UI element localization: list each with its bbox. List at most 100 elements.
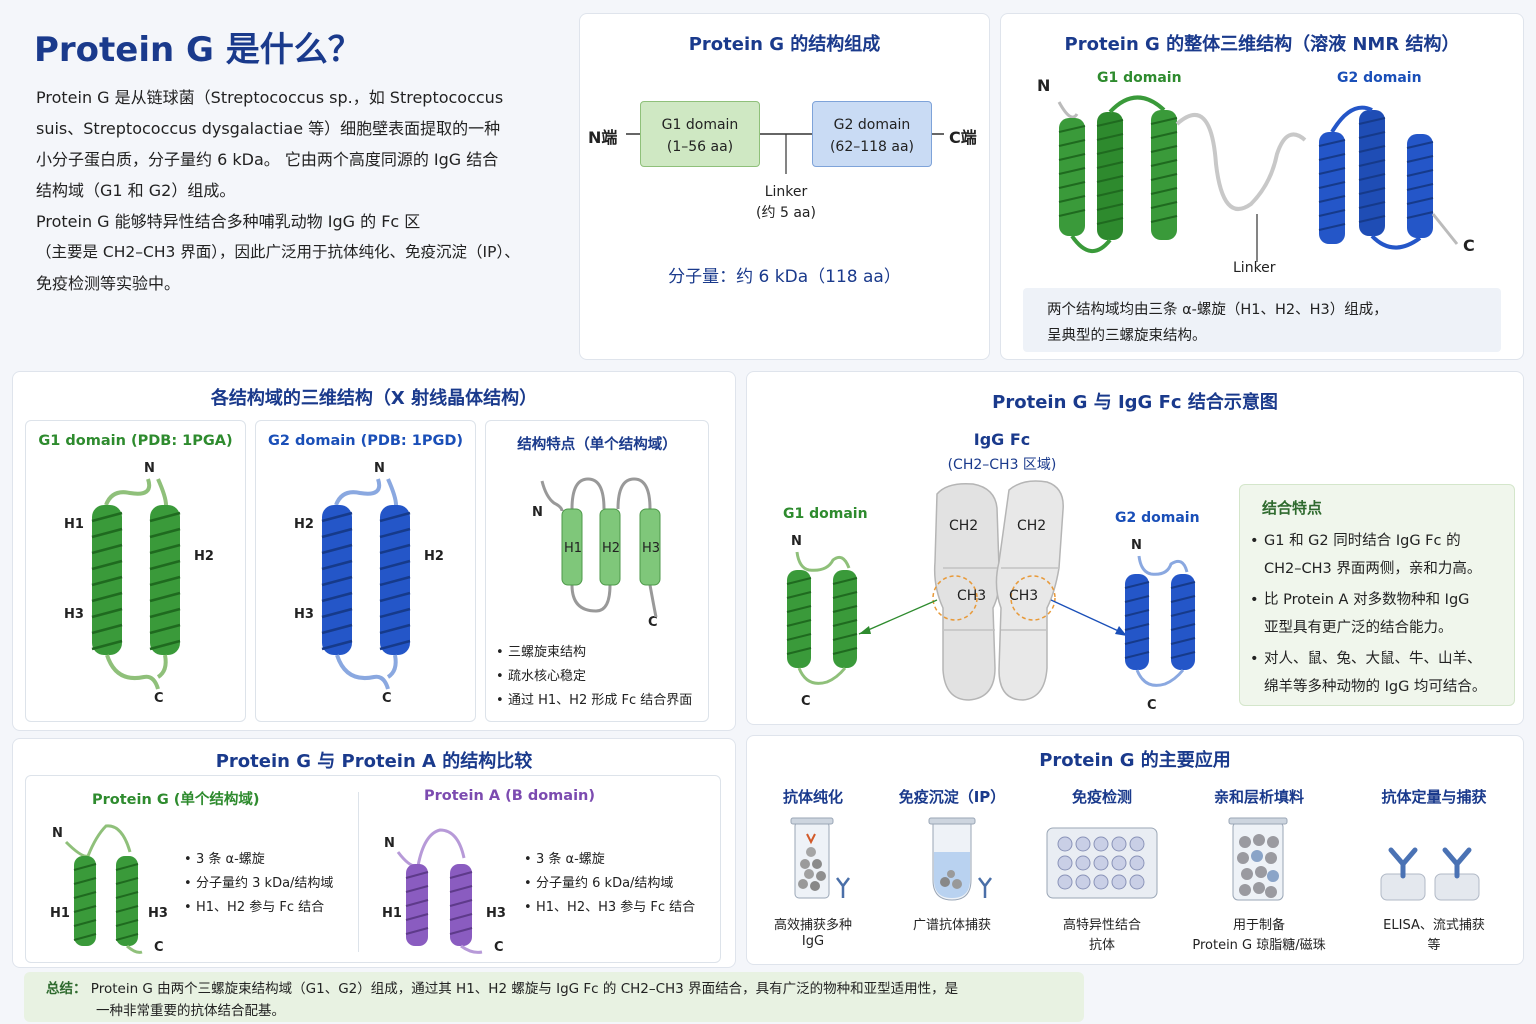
ch3-left-label: CH3 (957, 588, 987, 604)
app-quantification: 抗体定量与捕获 ELISA、流式捕获 等 (1357, 786, 1511, 956)
features-title: 结构特点（单个结构域） (517, 437, 677, 453)
app-desc: 用于制备 (1232, 918, 1285, 933)
overall-title: Protein G 的整体三维结构（溶液 NMR 结构） (1064, 34, 1460, 55)
well-plate-icon (1046, 827, 1158, 899)
intro-title: Protein G 是什么？ (34, 30, 362, 70)
c-terminus-label: C端 (949, 128, 977, 147)
app-affinity-resin: 亲和层析填料 用于制备 Protein G 琼脂糖/磁珠 (1173, 786, 1345, 956)
feature-item: 三螺旋束结构 (496, 641, 692, 665)
protein-a-ribbon (396, 828, 483, 954)
intro-line: 小分子蛋白质，分子量约 6 kDa。 它由两个高度同源的 IgG 结合 (36, 150, 499, 169)
antibody-capture-icon (1380, 847, 1480, 901)
app-antibody-purification: 抗体纯化 高效捕获多种 IgG (751, 786, 875, 956)
g2-h3-label: H3 (294, 607, 314, 622)
g2-h2-label: H2 (424, 549, 444, 564)
g1-h2-label: H2 (194, 549, 214, 564)
comparison-title: Protein G 与 Protein A 的结构比较 (215, 751, 533, 772)
protein-a-point: H1、H2、H3 参与 Fc 结合 (524, 896, 695, 920)
composition-panel: Protein G 的结构组成 N端 G1 domain (1–56 aa) G… (579, 13, 990, 360)
helix-bundle-schematic (540, 477, 661, 618)
app-name: 抗体定量与捕获 (1381, 788, 1487, 806)
composition-title: Protein G 的结构组成 (688, 34, 881, 55)
comparison-subpanel: Protein G (单个结构域) Protein A (B domain) N… (25, 775, 721, 963)
resin-column-icon (1228, 817, 1288, 901)
g1-n-label: N (144, 461, 155, 476)
binding-g1-c-label: C (801, 694, 811, 709)
linker-name: Linker (764, 184, 808, 200)
binding-g2-label: G2 domain (1115, 510, 1200, 526)
binding-panel: Protein G 与 IgG Fc 结合示意图 IgG Fc (CH2–CH3… (746, 371, 1524, 725)
compare-a-c-label: C (494, 940, 504, 955)
compare-a-h1-label: H1 (382, 906, 402, 921)
fc-title: IgG Fc (973, 430, 1031, 449)
intro-line: Protein G 是从链球菌（Streptococcus sp.，如 Stre… (36, 88, 504, 107)
summary-line-2: 一种非常重要的抗体结合配基。 (96, 1003, 285, 1019)
binding-g2-c-label: C (1147, 698, 1157, 713)
protein-g-point: H1、H2 参与 Fc 结合 (184, 896, 333, 920)
linker-label: Linker (约 5 aa) (730, 182, 842, 224)
app-desc: ELISA、流式捕获 (1383, 918, 1485, 933)
summary-text: Protein G 由两个三螺旋束结构域（G1、G2）组成，通过其 H1、H2 … (90, 981, 959, 997)
features-n-label: N (532, 505, 543, 520)
overall-linker-label: Linker (1233, 260, 1276, 276)
domains-panel: 各结构域的三维结构（X 射线晶体结构） G1 domain (PDB: 1PGA… (12, 371, 736, 731)
comparison-divider (358, 792, 359, 952)
compare-g-c-label: C (154, 940, 164, 955)
fc-subtitle: (CH2–CH3 区域) (947, 457, 1057, 473)
g1-domain-range: (1–56 aa) (666, 139, 734, 155)
g1-domain-subpanel: G1 domain (PDB: 1PGA) N H1 H2 H3 C (25, 420, 246, 722)
app-immunoprecipitation: 免疫沉淀（IP） 广谱抗体捕获 (887, 786, 1017, 956)
g1-h3-label: H3 (64, 607, 84, 622)
intro-line: Protein G 能够特异性结合多种哺乳动物 IgG 的 Fc 区 (36, 212, 421, 231)
overall-c-label: C (1463, 236, 1475, 255)
summary-label: 总结： (46, 981, 87, 997)
app-desc: 等 (1427, 938, 1441, 953)
g2-c-label: C (382, 691, 392, 706)
g2-ribbon (321, 478, 411, 690)
overall-ribbon-structure (1057, 95, 1459, 262)
binding-g1-label: G1 domain (783, 506, 868, 522)
comparison-panel: Protein G 与 Protein A 的结构比较 Protein G (单… (12, 738, 736, 968)
compare-g-n-label: N (52, 826, 63, 841)
app-immunodetection: 免疫检测 高特异性结合 抗体 (1037, 786, 1167, 956)
app-name: 抗体纯化 (782, 788, 843, 806)
binding-g1-n-label: N (791, 534, 802, 549)
app-name: 亲和层析填料 (1213, 788, 1304, 806)
molecular-weight: 分子量：约 6 kDa（118 aa） (668, 267, 901, 287)
overall-note-line: 两个结构域均由三条 α-螺旋（H1、H2、H3）组成， (1047, 302, 1388, 318)
binding-features-box: 结合特点 • G1 和 G2 同时结合 IgG Fc 的 CH2–CH3 界面两… (1239, 484, 1515, 706)
g1-h1-label: H1 (64, 517, 84, 532)
ch2-left-label: CH2 (949, 518, 979, 534)
protein-g-points: 3 条 α-螺旋 分子量约 3 kDa/结构域 H1、H2 参与 Fc 结合 (184, 848, 333, 920)
overall-g1-label: G1 domain (1097, 70, 1182, 86)
intro-line: 免疫检测等实验中。 (36, 274, 181, 293)
feature-item: 通过 H1、H2 形成 Fc 结合界面 (496, 689, 692, 713)
intro-line: suis、Streptococcus dysgalactiae 等）细胞壁表面提… (36, 119, 501, 138)
feature-item: 疏水核心稳定 (496, 665, 692, 689)
overall-note: 两个结构域均由三条 α-螺旋（H1、H2、H3）组成， 呈典型的三螺旋束结构。 (1023, 288, 1501, 352)
n-terminus-label: N端 (588, 128, 618, 147)
applications-title: Protein G 的主要应用 (1039, 750, 1231, 771)
g2-h2-left-label: H2 (294, 517, 314, 532)
binding-feature-item: • 比 Protein A 对多数物种和 IgG 亚型具有更广泛的结合能力。 (1250, 592, 1470, 636)
g2-subpanel-title: G2 domain (PDB: 1PGD) (267, 433, 464, 449)
protein-a-points: 3 条 α-螺旋 分子量约 6 kDa/结构域 H1、H2、H3 参与 Fc 结… (524, 848, 695, 920)
g1-helix-bundle (1058, 95, 1178, 253)
app-desc: 高效捕获多种 (773, 918, 852, 933)
compare-a-n-label: N (384, 836, 395, 851)
g1-ribbon (91, 478, 181, 690)
app-desc: Protein G 琼脂糖/磁珠 (1192, 938, 1326, 953)
ch2-right-label: CH2 (1017, 518, 1047, 534)
summary-line: 总结： Protein G 由两个三螺旋束结构域（G1、G2）组成，通过其 H1… (46, 978, 1084, 1000)
column-icon (790, 817, 850, 899)
ch3-right-label: CH3 (1009, 588, 1039, 604)
app-desc: 抗体 (1088, 938, 1115, 953)
features-list: 三螺旋束结构 疏水核心稳定 通过 H1、H2 形成 Fc 结合界面 (496, 641, 692, 713)
binding-features-title: 结合特点 (1262, 499, 1323, 517)
g1-domain-box: G1 domain (1–56 aa) (640, 101, 760, 167)
app-name: 免疫沉淀（IP） (898, 788, 1006, 806)
intro-panel: Protein G 是什么？ Protein G 是从链球菌（Streptoco… (12, 12, 568, 360)
compare-a-h3-label: H3 (486, 906, 506, 921)
g2-domain-subpanel: G2 domain (PDB: 1PGD) N H2 H2 H3 C (255, 420, 476, 722)
schematic-h1-label: H1 (564, 541, 583, 556)
